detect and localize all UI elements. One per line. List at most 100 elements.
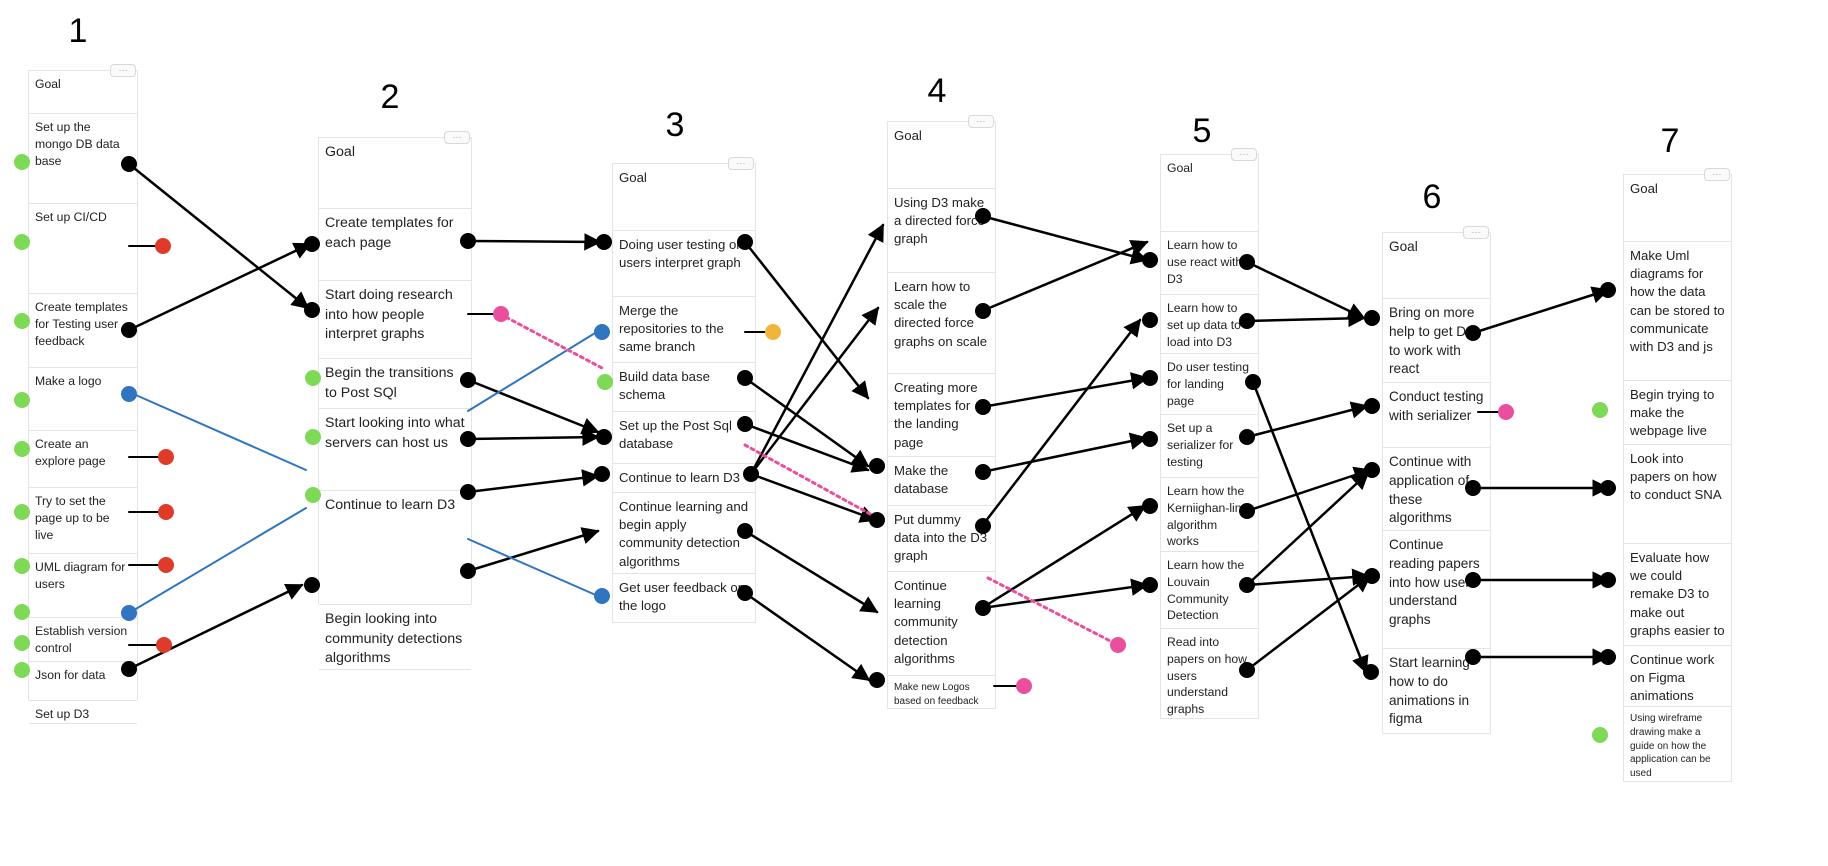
done-status-dot[interactable]: [14, 392, 30, 408]
dropped-status-dot[interactable]: [156, 637, 172, 653]
connector-dot[interactable]: [1363, 664, 1379, 680]
task-cell[interactable]: Continue to learn D3: [319, 490, 471, 604]
connector-dot[interactable]: [1239, 577, 1255, 593]
connector-dot[interactable]: [1600, 480, 1616, 496]
connector-dot[interactable]: [1239, 429, 1255, 445]
task-cell[interactable]: Set up a serializer for testing: [1161, 414, 1258, 477]
done-status-dot[interactable]: [14, 635, 30, 651]
connector-dot[interactable]: [460, 563, 476, 579]
task-cell[interactable]: Evaluate how we could remake D3 to make …: [1624, 543, 1731, 645]
drag-handle-icon[interactable]: ⋯: [444, 131, 470, 144]
connector-dot[interactable]: [304, 577, 320, 593]
done-status-dot[interactable]: [14, 504, 30, 520]
task-cell[interactable]: Look into papers on how to conduct SNA: [1624, 444, 1731, 543]
task-cell[interactable]: Learn how to set up data to load into D3: [1161, 294, 1258, 353]
connector-dot[interactable]: [1142, 312, 1158, 328]
done-status-dot[interactable]: [305, 370, 321, 386]
task-cell[interactable]: Learn how the Kerniighan-lin algorithm w…: [1161, 477, 1258, 551]
drag-handle-icon[interactable]: ⋯: [1704, 168, 1730, 181]
connector-dot[interactable]: [737, 523, 753, 539]
connector-dot[interactable]: [1239, 503, 1255, 519]
connector-dot[interactable]: [1465, 649, 1481, 665]
connector-dot[interactable]: [1364, 310, 1380, 326]
connector-dot[interactable]: [1465, 480, 1481, 496]
task-cell[interactable]: Conduct testing with serializer: [1383, 382, 1490, 447]
goal-header[interactable]: Goal: [888, 121, 995, 188]
carried-status-dot[interactable]: [594, 324, 610, 340]
done-status-dot[interactable]: [14, 558, 30, 574]
connector-dot[interactable]: [1142, 370, 1158, 386]
pending-status-dot[interactable]: [1498, 404, 1514, 420]
task-cell[interactable]: Begin looking into community detections …: [319, 604, 471, 670]
task-cell[interactable]: Get user feedback on the logo: [613, 573, 755, 623]
task-cell[interactable]: Start learning how to do animations in f…: [1383, 648, 1490, 734]
done-status-dot[interactable]: [597, 374, 613, 390]
task-cell[interactable]: Set up the mongo DB data base: [29, 113, 137, 203]
dropped-status-dot[interactable]: [158, 557, 174, 573]
connector-dot[interactable]: [1364, 462, 1380, 478]
connector-dot[interactable]: [1465, 572, 1481, 588]
connector-dot[interactable]: [737, 234, 753, 250]
task-cell[interactable]: Start doing research into how people int…: [319, 280, 471, 358]
task-cell[interactable]: Json for data: [29, 661, 137, 700]
dropped-status-dot[interactable]: [158, 449, 174, 465]
task-cell[interactable]: Continue learning and begin apply commun…: [613, 492, 755, 573]
task-cell[interactable]: Create an explore page: [29, 430, 137, 487]
connector-dot[interactable]: [460, 372, 476, 388]
carried-status-dot[interactable]: [121, 605, 137, 621]
connector-dot[interactable]: [304, 236, 320, 252]
dropped-status-dot[interactable]: [155, 238, 171, 254]
carried-status-dot[interactable]: [121, 386, 137, 402]
task-cell[interactable]: Try to set the page up to be live: [29, 487, 137, 553]
task-cell[interactable]: Continue learning community detection al…: [888, 571, 995, 675]
connector-dot[interactable]: [975, 464, 991, 480]
task-cell[interactable]: Set up D3: [29, 700, 137, 724]
task-cell[interactable]: Create templates for each page: [319, 208, 471, 280]
task-cell[interactable]: Make the database: [888, 456, 995, 505]
task-cell[interactable]: Create templates for Testing user feedba…: [29, 293, 137, 367]
connector-dot[interactable]: [737, 585, 753, 601]
connector-dot[interactable]: [121, 156, 137, 172]
task-cell[interactable]: Set up the Post Sql database: [613, 411, 755, 463]
connector-dot[interactable]: [975, 399, 991, 415]
paused-status-dot[interactable]: [765, 324, 781, 340]
connector-dot[interactable]: [1142, 577, 1158, 593]
task-cell[interactable]: Do user testing for landing page: [1161, 353, 1258, 414]
connector-dot[interactable]: [1600, 572, 1616, 588]
connector-dot[interactable]: [594, 466, 610, 482]
task-cell[interactable]: Learn how to scale the directed force gr…: [888, 272, 995, 373]
connector-dot[interactable]: [1465, 325, 1481, 341]
connector-dot[interactable]: [737, 370, 753, 386]
connector-dot[interactable]: [975, 600, 991, 616]
connector-dot[interactable]: [975, 208, 991, 224]
done-status-dot[interactable]: [14, 441, 30, 457]
task-cell[interactable]: Learn how the Louvain Community Detectio…: [1161, 551, 1258, 628]
task-cell[interactable]: Learn how to use react with D3: [1161, 231, 1258, 294]
goal-header[interactable]: Goal: [613, 163, 755, 230]
done-status-dot[interactable]: [14, 604, 30, 620]
connector-dot[interactable]: [1142, 252, 1158, 268]
connector-dot[interactable]: [121, 322, 137, 338]
connector-dot[interactable]: [869, 512, 885, 528]
done-status-dot[interactable]: [14, 662, 30, 678]
task-cell[interactable]: Make a logo: [29, 367, 137, 430]
connector-dot[interactable]: [1600, 649, 1616, 665]
task-cell[interactable]: Continue with application of these algor…: [1383, 447, 1490, 530]
connector-dot[interactable]: [1142, 431, 1158, 447]
connector-dot[interactable]: [869, 458, 885, 474]
goal-header[interactable]: Goal: [1624, 174, 1731, 241]
goal-header[interactable]: Goal: [1161, 154, 1258, 231]
task-cell[interactable]: Begin the transitions to Post SQl: [319, 358, 471, 408]
goal-header[interactable]: Goal: [1383, 232, 1490, 298]
task-cell[interactable]: Establish version control: [29, 617, 137, 661]
drag-handle-icon[interactable]: ⋯: [110, 64, 136, 77]
task-cell[interactable]: Creating more templates for the landing …: [888, 373, 995, 456]
done-status-dot[interactable]: [1592, 402, 1608, 418]
task-cell[interactable]: Using wireframe drawing make a guide on …: [1624, 706, 1731, 782]
connector-dot[interactable]: [1239, 662, 1255, 678]
drag-handle-icon[interactable]: ⋯: [728, 157, 754, 170]
connector-dot[interactable]: [460, 484, 476, 500]
task-cell[interactable]: Continue work on Figma animations: [1624, 645, 1731, 706]
carried-status-dot[interactable]: [594, 588, 610, 604]
task-cell[interactable]: Doing user testing on users interpret gr…: [613, 230, 755, 296]
